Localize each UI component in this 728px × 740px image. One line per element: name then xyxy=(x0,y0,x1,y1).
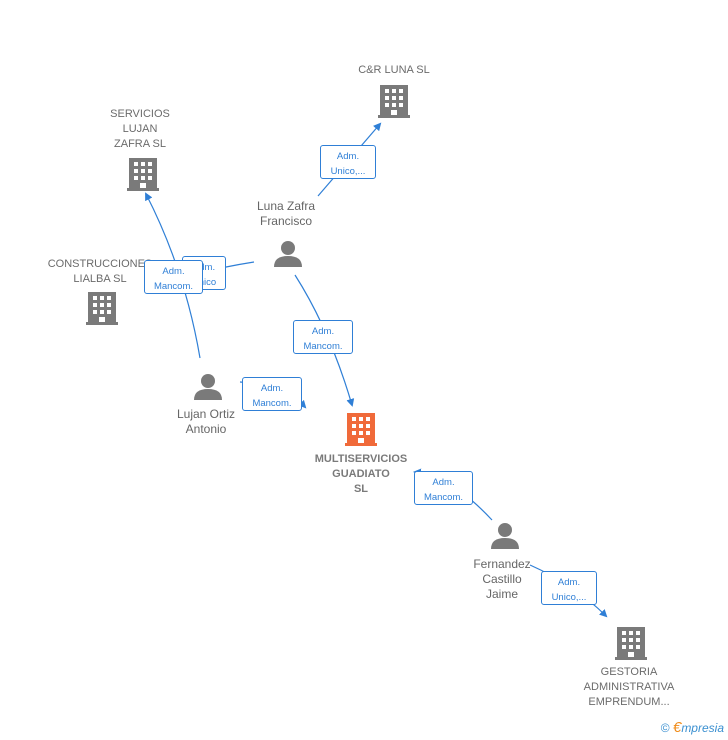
building-icon[interactable] xyxy=(615,627,647,660)
edge-label-fernandez-to-gestoria[interactable]: Adm. Unico,... xyxy=(541,571,597,605)
copyright-icon: © xyxy=(660,721,670,735)
building-icon[interactable] xyxy=(378,85,410,118)
node-label-cr-luna[interactable]: C&R LUNA SL xyxy=(358,64,430,76)
node-label-multiservicios[interactable]: MULTISERVICIOS GUADIATO SL xyxy=(314,453,408,495)
edge-label-fernandez-to-multi[interactable]: Adm. Mancom. xyxy=(414,471,473,505)
building-icon[interactable] xyxy=(86,292,118,325)
node-label-fernandez[interactable]: Fernandez Castillo Jaime xyxy=(473,557,531,601)
person-icon[interactable] xyxy=(194,374,222,400)
edge-label-luna-to-cr[interactable]: Adm. Unico,... xyxy=(320,145,376,179)
node-label-construcciones[interactable]: CONSTRUCCIONES LIALBA SL xyxy=(47,258,153,285)
node-label-servicios-lujan[interactable]: SERVICIOS LUJAN ZAFRA SL xyxy=(110,108,170,150)
node-label-gestoria[interactable]: GESTORIA ADMINISTRATIVA EMPRENDUM... xyxy=(583,666,675,708)
brand-name: mpresia xyxy=(681,721,724,735)
footer-brand: © €mpresia xyxy=(661,719,724,736)
brand-logo-initial: € xyxy=(672,719,682,736)
person-icon[interactable] xyxy=(491,523,519,549)
edge-label-lujan-to-servicios[interactable]: Adm. Mancom. xyxy=(144,260,203,294)
main-building-icon[interactable] xyxy=(345,413,377,446)
node-label-lujan-ortiz[interactable]: Lujan Ortiz Antonio xyxy=(176,407,236,436)
person-icon[interactable] xyxy=(274,241,302,267)
edge-label-luna-to-multi[interactable]: Adm. Mancom. xyxy=(293,320,353,354)
edge-label-lujan-to-multi[interactable]: Adm. Mancom. xyxy=(242,377,302,411)
node-label-luna-zafra[interactable]: Luna Zafra Francisco xyxy=(256,199,316,228)
building-icon[interactable] xyxy=(127,158,159,191)
